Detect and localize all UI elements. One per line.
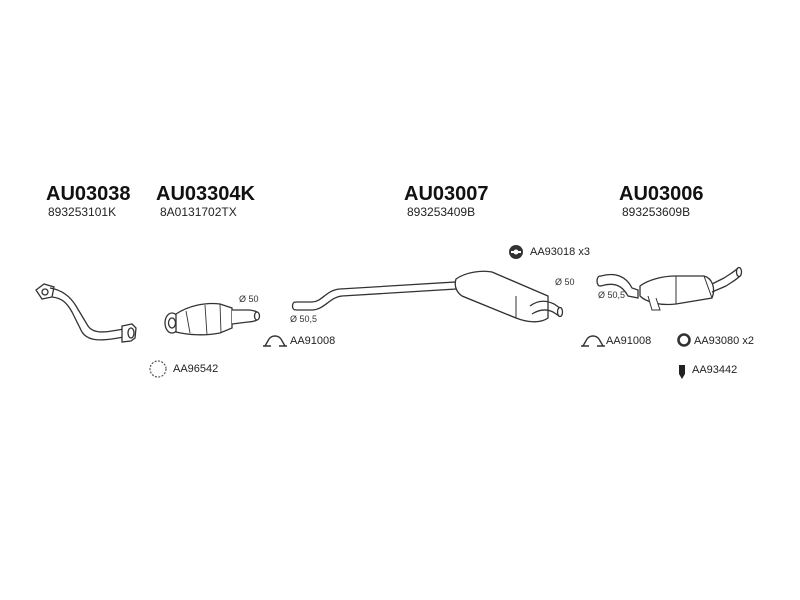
middle-silencer-drawing: [291, 270, 564, 323]
accessory-hanger: AA93018 x3: [530, 246, 590, 258]
dimension-middle-inlet: Ø 50,5: [290, 314, 318, 324]
accessory-clamp-left: AA91008: [290, 335, 336, 347]
part-number-middle-silencer: 893253409B: [407, 205, 476, 219]
part-number-rear-silencer: 893253609B: [622, 205, 691, 219]
part-code-front-pipe: AU03038: [46, 183, 131, 205]
part-number-front-pipe: 893253101K: [48, 205, 117, 219]
part-code-middle-silencer: AU03007: [404, 183, 489, 205]
clamp-icon-right: [581, 335, 605, 347]
front-pipe-drawing: [35, 283, 137, 343]
accessory-rubber-ring: AA93080 x2: [694, 335, 754, 347]
part-code-rear-silencer: AU03006: [619, 183, 704, 205]
bolt-icon: [679, 365, 685, 379]
rear-silencer-drawing: [596, 266, 743, 311]
clamp-icon-left: [263, 335, 287, 347]
part-number-catalyst: 8A0131702TX: [160, 205, 237, 219]
part-code-catalyst: AU03304K: [156, 183, 255, 205]
catalyst-drawing: [164, 302, 261, 336]
hanger-icon: [509, 245, 523, 259]
dimension-catalyst-outlet: Ø 50: [239, 294, 259, 304]
accessory-clamp-right: AA91008: [606, 335, 652, 347]
seal-ring-icon: [149, 360, 167, 378]
accessory-seal-ring: AA96542: [173, 363, 219, 375]
rubber-ring-icon: [677, 333, 691, 347]
dimension-middle-outlet: Ø 50: [555, 277, 575, 287]
accessory-bolt: AA93442: [692, 364, 738, 376]
dimension-rear-inlet: Ø 50,5: [598, 290, 626, 300]
